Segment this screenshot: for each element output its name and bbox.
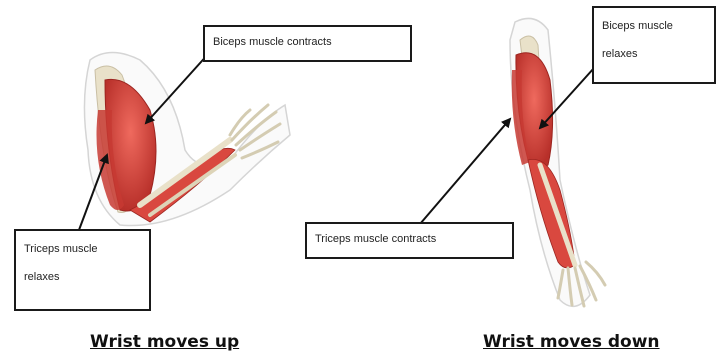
caption-wrist-down: Wrist moves down xyxy=(483,332,660,352)
label-text-line1: Biceps muscle xyxy=(602,12,714,40)
extended-arm-illustration xyxy=(510,18,605,306)
label-text: Triceps muscle contracts xyxy=(315,233,436,245)
label-text-line2: relaxes xyxy=(24,263,149,291)
label-triceps-relaxes: Triceps muscle relaxes xyxy=(14,229,151,311)
label-biceps-relaxes: Biceps muscle relaxes xyxy=(592,6,716,84)
label-text-line2: relaxes xyxy=(602,40,714,68)
caption-wrist-up: Wrist moves up xyxy=(90,332,239,352)
label-biceps-contracts: Biceps muscle contracts xyxy=(203,25,412,62)
label-text-line1: Triceps muscle xyxy=(24,235,149,263)
label-text: Biceps muscle contracts xyxy=(213,36,332,48)
label-triceps-contracts: Triceps muscle contracts xyxy=(305,222,514,259)
arrow-triceps-contracts xyxy=(420,119,510,224)
